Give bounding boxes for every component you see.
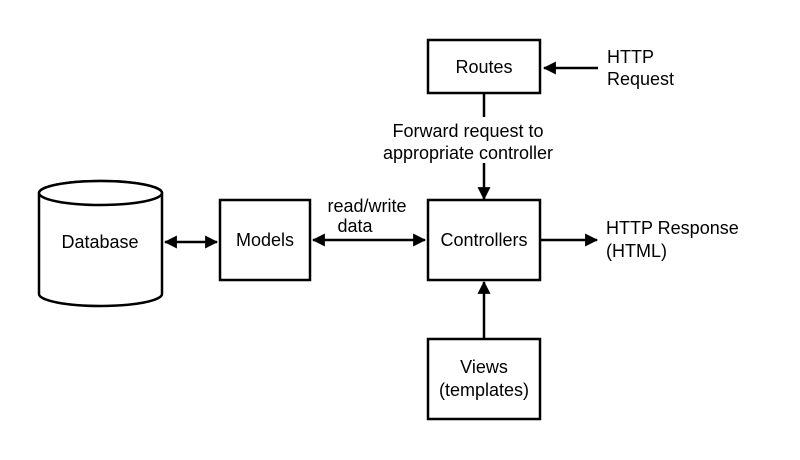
routes-node xyxy=(426,38,542,95)
http-request-label-line1: HTTP xyxy=(607,47,654,67)
nodes-layer: Routes Database Models Controllers Views… xyxy=(37,38,542,421)
forward-request-label-line1: Forward request to xyxy=(392,121,543,141)
views-label-line1: Views xyxy=(460,357,508,377)
controllers-label: Controllers xyxy=(440,230,527,250)
forward-request-label-mask xyxy=(378,117,560,163)
models-node xyxy=(218,198,312,282)
controllers-node xyxy=(426,198,542,282)
database-label: Database xyxy=(61,232,138,252)
models-label: Models xyxy=(236,230,294,250)
forward-request-label-line2: appropriate controller xyxy=(383,143,553,163)
edge-labels-layer: HTTP Request Forward request to appropri… xyxy=(327,47,738,261)
http-request-label-line2: Request xyxy=(607,69,674,89)
read-write-label-line1: read/write xyxy=(327,196,406,216)
views-label-line2: (templates) xyxy=(439,380,529,400)
views-node xyxy=(426,337,542,421)
read-write-label-line2: data xyxy=(337,216,373,236)
http-response-label-line2: (HTML) xyxy=(606,241,667,261)
edges-layer xyxy=(163,61,599,339)
http-response-label-line1: HTTP Response xyxy=(606,218,739,238)
routes-label: Routes xyxy=(455,57,512,77)
database-cylinder-top xyxy=(37,179,164,207)
